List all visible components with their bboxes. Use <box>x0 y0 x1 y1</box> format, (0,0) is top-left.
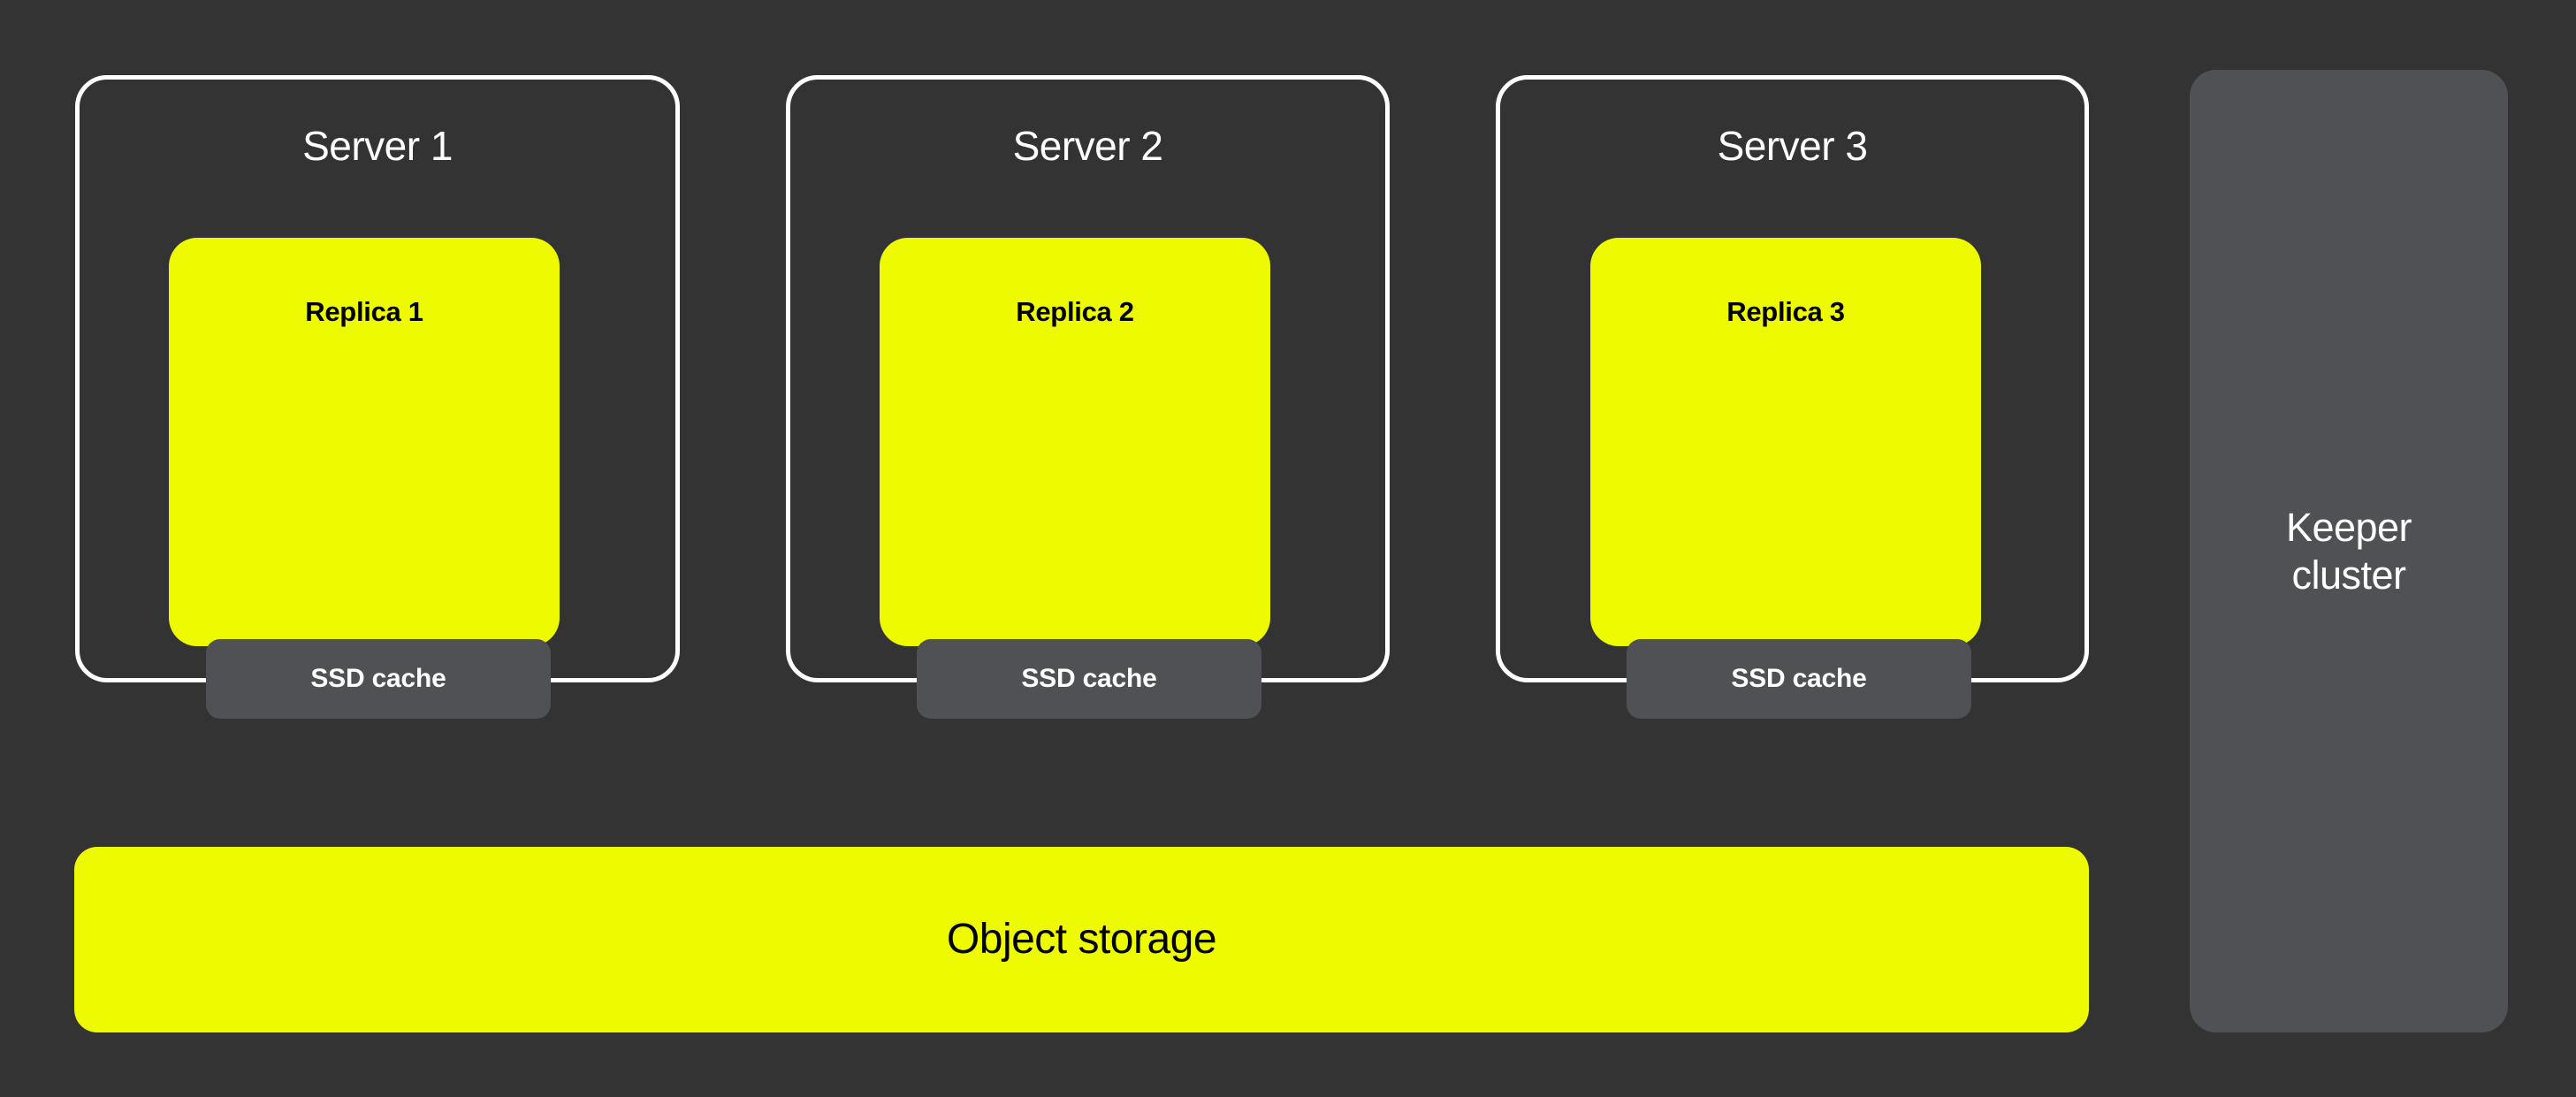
ssd-cache-label-3: SSD cache <box>1731 664 1867 693</box>
ssd-cache-chip-3: SSD cache <box>1627 639 1971 719</box>
ssd-cache-label-1: SSD cache <box>310 664 446 693</box>
server-title-2: Server 2 <box>1012 123 1163 169</box>
ssd-cache-chip-2: SSD cache <box>917 639 1261 719</box>
server-title-1: Server 1 <box>302 123 453 169</box>
replica-box-2: Replica 2 <box>880 238 1270 646</box>
replica-label-3: Replica 3 <box>1726 296 1845 327</box>
keeper-cluster-label: Keeper cluster <box>2285 505 2412 598</box>
ssd-cache-chip-1: SSD cache <box>206 639 551 719</box>
ssd-cache-label-2: SSD cache <box>1021 664 1157 693</box>
keeper-cluster-panel: Keeper cluster <box>2190 70 2508 1032</box>
object-storage-bar: Object storage <box>74 847 2089 1032</box>
replica-box-1: Replica 1 <box>169 238 560 646</box>
replica-box-3: Replica 3 <box>1590 238 1981 646</box>
object-storage-label: Object storage <box>946 916 1217 963</box>
replica-label-1: Replica 1 <box>305 296 423 327</box>
replica-label-2: Replica 2 <box>1016 296 1134 327</box>
server-title-3: Server 3 <box>1717 123 1868 169</box>
